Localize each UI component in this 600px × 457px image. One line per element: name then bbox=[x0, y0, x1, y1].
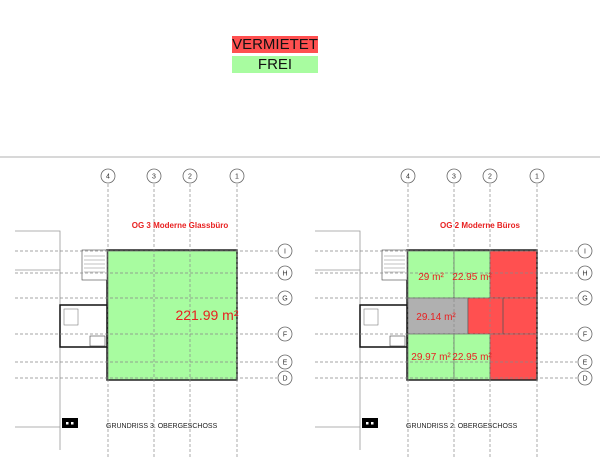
axis-marker-row bbox=[577, 290, 593, 306]
scale-marker-dot bbox=[366, 422, 369, 425]
room-rented bbox=[489, 333, 538, 381]
stairwell bbox=[63, 308, 79, 326]
axis-label-row: F bbox=[583, 332, 587, 339]
axis-label-row: I bbox=[584, 249, 586, 256]
axis-marker-row bbox=[277, 290, 293, 306]
axis-marker-row bbox=[577, 354, 593, 370]
axis-marker-col bbox=[229, 168, 245, 184]
plan-title: OG 3 Moderne Glassbüro bbox=[132, 221, 229, 230]
axis-label-row: D bbox=[582, 376, 587, 383]
axis-marker-col bbox=[182, 168, 198, 184]
neighbor-outline bbox=[15, 230, 61, 450]
axis-marker-row bbox=[277, 265, 293, 281]
stairwell bbox=[363, 308, 379, 326]
axis-label-col: 3 bbox=[152, 174, 156, 181]
room-area: 29.14 m² bbox=[416, 312, 456, 323]
scale-marker-dot bbox=[371, 422, 374, 425]
legend-rented: VERMIETET bbox=[232, 36, 318, 53]
axis-marker-row bbox=[277, 370, 293, 386]
axis-label-row: H bbox=[582, 271, 587, 278]
room-rented bbox=[467, 297, 538, 335]
axis-label-row: G bbox=[282, 296, 287, 303]
room-area: 22.95 m² bbox=[452, 272, 492, 283]
axis-label-row: G bbox=[582, 296, 587, 303]
room-area: 29.97 m² bbox=[411, 352, 451, 363]
axis-label-row: D bbox=[282, 376, 287, 383]
scale-marker-dot bbox=[71, 422, 74, 425]
axis-marker-row bbox=[277, 354, 293, 370]
axis-label-col: 4 bbox=[406, 174, 410, 181]
room-area: 22.95 m² bbox=[452, 352, 492, 363]
room-other bbox=[407, 297, 469, 335]
room-free bbox=[407, 333, 455, 381]
axis-label-col: 1 bbox=[535, 174, 539, 181]
axis-marker-col bbox=[100, 168, 116, 184]
room-area: 29 m² bbox=[418, 272, 444, 283]
stair bbox=[381, 249, 408, 281]
scale-marker-icon bbox=[362, 418, 378, 428]
axis-label-row: E bbox=[583, 360, 588, 367]
plan-2: 4 3 2 1I H G F E D OG 2 Moderne Büros 29 m² 22.95 m… bbox=[315, 168, 593, 457]
axis-marker-col bbox=[446, 168, 462, 184]
axis-label-col: 2 bbox=[488, 174, 492, 181]
axis-label-row: E bbox=[283, 360, 288, 367]
room-area: 221.99 m² bbox=[175, 307, 238, 323]
service-core bbox=[59, 304, 108, 348]
axis-marker-col bbox=[400, 168, 416, 184]
scale-marker-dot bbox=[66, 422, 69, 425]
scale-marker-icon bbox=[62, 418, 78, 428]
axis-label-col: 2 bbox=[188, 174, 192, 181]
axis-marker-row bbox=[277, 243, 293, 259]
stair bbox=[81, 249, 108, 281]
plan-caption: GRUNDRISS 3. OBERGESCHOSS bbox=[106, 423, 218, 430]
service-core bbox=[359, 304, 408, 348]
axis-label-col: 4 bbox=[106, 174, 110, 181]
legend-free: FREI bbox=[232, 56, 318, 73]
axis-marker-row bbox=[277, 326, 293, 342]
neighbor-outline bbox=[315, 230, 361, 450]
axis-label-col: 1 bbox=[235, 174, 239, 181]
axis-label-row: H bbox=[282, 271, 287, 278]
room-rented bbox=[489, 250, 538, 299]
axis-marker-col bbox=[146, 168, 162, 184]
axis-marker-row bbox=[577, 326, 593, 342]
axis-marker-row bbox=[577, 370, 593, 386]
axis-marker-row bbox=[577, 265, 593, 281]
plan-title: OG 2 Moderne Büros bbox=[440, 221, 521, 230]
axis-label-row: I bbox=[284, 249, 286, 256]
axis-label-col: 3 bbox=[452, 174, 456, 181]
room-free bbox=[453, 250, 491, 299]
plan-caption: GRUNDRISS 2. OBERGESCHOSS bbox=[406, 423, 518, 430]
axis-marker-row bbox=[577, 243, 593, 259]
shaft bbox=[389, 335, 406, 347]
shaft bbox=[89, 335, 106, 347]
plan-1: 4 3 2 1I H G F E D OG 3 Moderne Glassbüro 221.99 m… bbox=[15, 168, 293, 457]
axis-marker-col bbox=[482, 168, 498, 184]
axis-marker-col bbox=[529, 168, 545, 184]
axis-label-row: F bbox=[283, 332, 287, 339]
room-free bbox=[453, 333, 491, 381]
